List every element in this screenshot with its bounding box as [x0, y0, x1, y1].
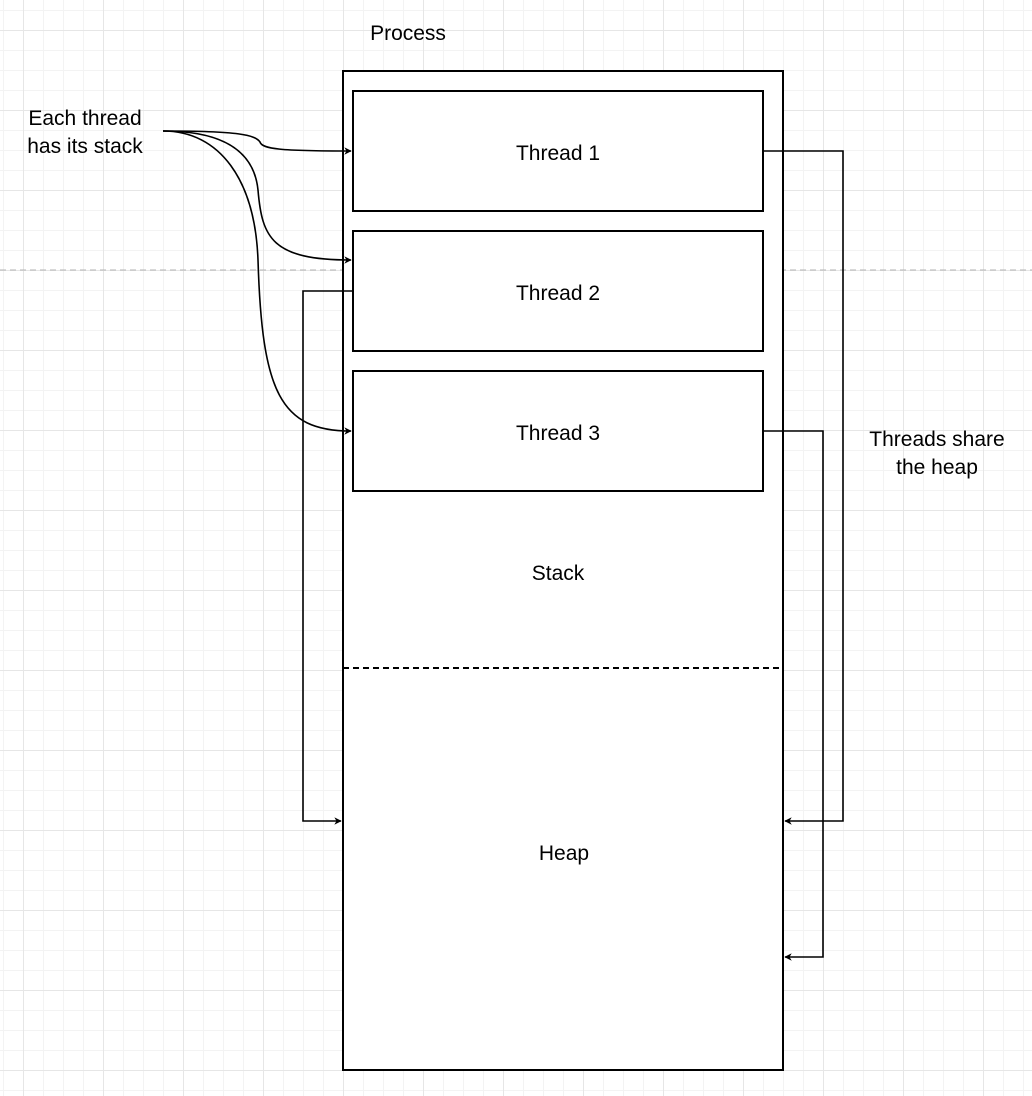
threads-share-label-line-2: the heap — [896, 456, 978, 479]
stack-arrow-thread-1 — [162, 130, 352, 155]
stack-arrow-thread-2 — [162, 130, 352, 264]
thread-2-box — [352, 230, 764, 352]
threads-share-label-line-1: Threads share — [869, 428, 1004, 451]
heap-arrow-thread-1 — [763, 150, 844, 825]
each-thread-label-line-2: has its stack — [27, 135, 143, 158]
stack-arrow-thread-3 — [162, 130, 352, 435]
heap-arrow-thread-2 — [302, 290, 353, 825]
thread-1-label: Thread 1 — [516, 142, 600, 165]
heap-label: Heap — [539, 842, 589, 865]
thread-3-label: Thread 3 — [516, 422, 600, 445]
heap-arrow-thread-3 — [763, 430, 824, 961]
thread-2-label: Thread 2 — [516, 282, 600, 305]
stack-label: Stack — [532, 562, 585, 585]
process-title: Process — [370, 22, 446, 45]
thread-1-box — [352, 90, 764, 212]
each-thread-label-line-1: Each thread — [28, 107, 141, 130]
